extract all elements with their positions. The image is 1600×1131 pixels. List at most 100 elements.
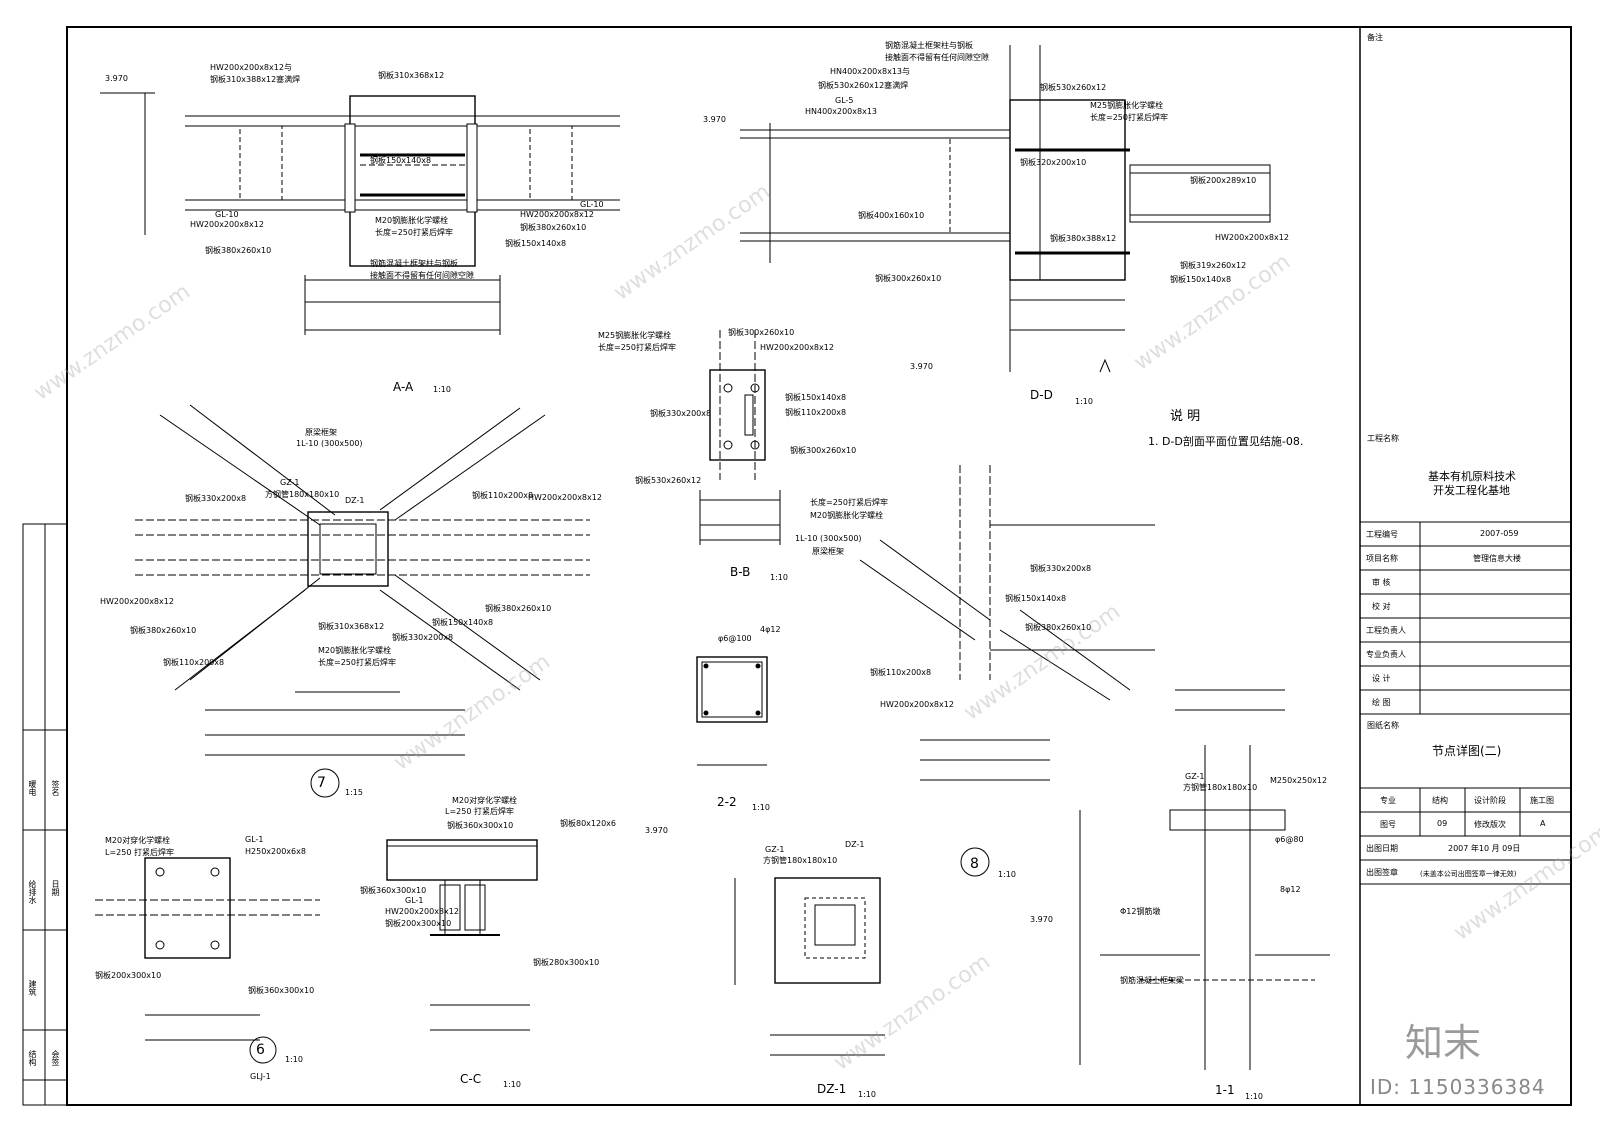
tb-spec-v2: 修改版次: [1474, 820, 1506, 829]
label-plate150-top: 钢板150x140x8: [370, 156, 432, 165]
label-plate280: 钢板280x300x10: [533, 958, 600, 967]
label-girder-node8: 原梁框架: [812, 547, 844, 556]
tb-spec-v3: A: [1540, 819, 1546, 828]
label-gl10-left: GL-10: [215, 210, 239, 219]
label-hw-left: HW200x200x8x12: [190, 220, 264, 229]
label-hw-bb: HW200x200x8x12: [760, 343, 834, 352]
detail-top-left: [100, 92, 620, 335]
label-plate380-node8: 钢板380x260x10: [1025, 623, 1092, 632]
label-len250-dd: 长度=250打紧后焊牢: [1090, 113, 1168, 122]
view-scale-11: 1:10: [1245, 1092, 1263, 1101]
label-gl5: GL-5: [835, 96, 854, 105]
label-plate150-right: 钢板150x140x8: [505, 239, 567, 248]
detail-dd: [740, 45, 1271, 373]
label-rebar: 4φ12: [760, 625, 781, 634]
tb-row-label-3: 校 对: [1372, 602, 1391, 611]
elev-cc: 3.970: [645, 826, 668, 835]
label-plate320: 钢板320x200x10: [1020, 158, 1087, 167]
view-scale-dz1: 1:10: [858, 1090, 876, 1099]
tb-spec-h3: 施工图: [1530, 796, 1554, 805]
tb-row-label-6: 设 计: [1372, 674, 1391, 683]
label-m20b-node6: M20对穿化学螺栓: [105, 836, 171, 845]
label-l250-node6: L=250 打紧后焊牢: [105, 848, 174, 857]
label-plate360-node6: 钢板360x300x10: [248, 986, 315, 995]
view-title-dz1: DZ-1: [817, 1082, 847, 1096]
detail-22: [696, 656, 768, 766]
label-plate330-node7: 钢板330x200x8: [392, 633, 454, 642]
strip-1: 给排水: [28, 880, 37, 904]
view-scale-cc: 1:10: [503, 1080, 521, 1089]
label-gl1-cc: GL-1: [405, 896, 424, 905]
label-l1: 1L-10 (300x500): [296, 439, 363, 448]
label-tube: 方钢管180x180x10: [265, 490, 340, 499]
notes-line1: 1. D-D剖面平面位置见结施-08.: [1148, 435, 1304, 448]
label-dd-note1: 钢筋混凝土框架柱与钢板: [885, 41, 973, 50]
label-plate300: 钢板300x260x10: [875, 274, 942, 283]
tb-row-label-7: 绘 图: [1372, 698, 1391, 707]
label-plate300-bb: 钢板300x260x10: [728, 328, 795, 337]
label-plate200-cc: 钢板200x300x10: [385, 919, 452, 928]
tb-spec-h0: 专业: [1380, 796, 1396, 805]
label-plate530b: 钢板530x260x12: [1040, 83, 1107, 92]
detail-11: [1079, 689, 1330, 1070]
elev-bb: 3.970: [910, 362, 933, 371]
tb-project-name-label: 工程名称: [1367, 434, 1399, 443]
strip2-0: 签名: [51, 780, 60, 796]
label-pile: 钢筋混凝土框架梁: [1120, 976, 1184, 985]
view-title-dd: D-D: [1030, 388, 1053, 402]
view-title-cc: C-C: [460, 1072, 482, 1086]
label-plate330-node8: 钢板330x200x8: [1030, 564, 1092, 573]
tb-spec-v0: 图号: [1380, 820, 1396, 829]
label-plate150-dd: 钢板150x140x8: [1170, 275, 1232, 284]
label-len250-top: 长度=250打紧后焊牢: [375, 228, 453, 237]
label-plate530: 钢板530x260x12塞满焊: [818, 81, 909, 90]
label-len250-node8: 长度=250打紧后焊牢: [810, 498, 888, 507]
label-l250-cc: L=250 打紧后焊牢: [445, 807, 514, 816]
tb-project-name-2: 开发工程化基地: [1433, 484, 1510, 497]
tb-row-label-1: 项目名称: [1366, 554, 1398, 563]
view-title-11: 1-1: [1215, 1083, 1235, 1097]
label-len250-bb: 长度=250打紧后焊牢: [598, 343, 676, 352]
view-num-8: 8: [970, 856, 979, 872]
tb-row-value-1: 管理信息大楼: [1473, 554, 1521, 563]
view-scale-aa: 1:10: [433, 385, 451, 394]
label-plate110: 钢板110x200x8: [472, 491, 534, 500]
label-hw-node8: HW200x200x8x12: [880, 700, 954, 709]
label-plate380-node7r: 钢板380x260x10: [485, 604, 552, 613]
tb-date-value: 2007 年10 月 09日: [1448, 844, 1521, 853]
tb-row-label-0: 工程编号: [1366, 530, 1398, 539]
label-m250: M250x250x12: [1270, 776, 1328, 785]
strip-0: 暖电: [28, 780, 37, 796]
label-gl10-right: GL-10: [580, 200, 604, 209]
label-m20-top: M20钢膨胀化学螺栓: [375, 216, 449, 225]
label-plate330: 钢板330x200x8: [185, 494, 247, 503]
label-plate110-node8: 钢板110x200x8: [870, 668, 932, 677]
label-rebar8: 8φ12: [1280, 885, 1301, 894]
label-plate300b-bb: 钢板300x260x10: [790, 446, 857, 455]
label-note-pz: 钢筋混凝土框架柱与钢板: [370, 259, 458, 268]
sheet-border: [66, 26, 1572, 1106]
elev-dd: 3.970: [703, 115, 726, 124]
label-gz1-11: GZ-1: [1185, 772, 1205, 781]
label-plate400: 钢板400x160x10: [858, 211, 925, 220]
view-num-6: 6: [256, 1042, 265, 1058]
tb-drawing-name-label: 图纸名称: [1367, 721, 1399, 730]
strip2-2: 会签: [51, 1050, 60, 1066]
label-l1-node8: 1L-10 (300x500): [795, 534, 862, 543]
label-hn400b: HN400x200x8x13: [805, 107, 878, 116]
label-plate380-right: 钢板380x260x10: [520, 223, 587, 232]
tb-project-name-1: 基本有机原料技术: [1428, 470, 1516, 483]
label-plate530-bb: 钢板530x260x12: [635, 476, 702, 485]
tb-stamp-label: 出图签章: [1366, 868, 1398, 877]
detail-node6: [95, 857, 320, 1064]
label-phi6: φ6@100: [718, 634, 752, 643]
label-m20b-cc: M20对穿化学螺栓: [452, 796, 518, 805]
label-plate310: 钢板310x388x12塞满焊: [210, 75, 301, 84]
label-m20-node8: M20钢膨胀化学螺栓: [810, 511, 884, 520]
label-hn400: HN400x200x8x13与: [830, 67, 911, 76]
tb-row-label-4: 工程负责人: [1366, 626, 1406, 635]
tb-stamp-note: (未盖本公司出图签章一律无效): [1420, 870, 1517, 878]
label-dz1-dz: DZ-1: [845, 840, 865, 849]
label-len250-node7: 长度=250打紧后焊牢: [318, 658, 396, 667]
